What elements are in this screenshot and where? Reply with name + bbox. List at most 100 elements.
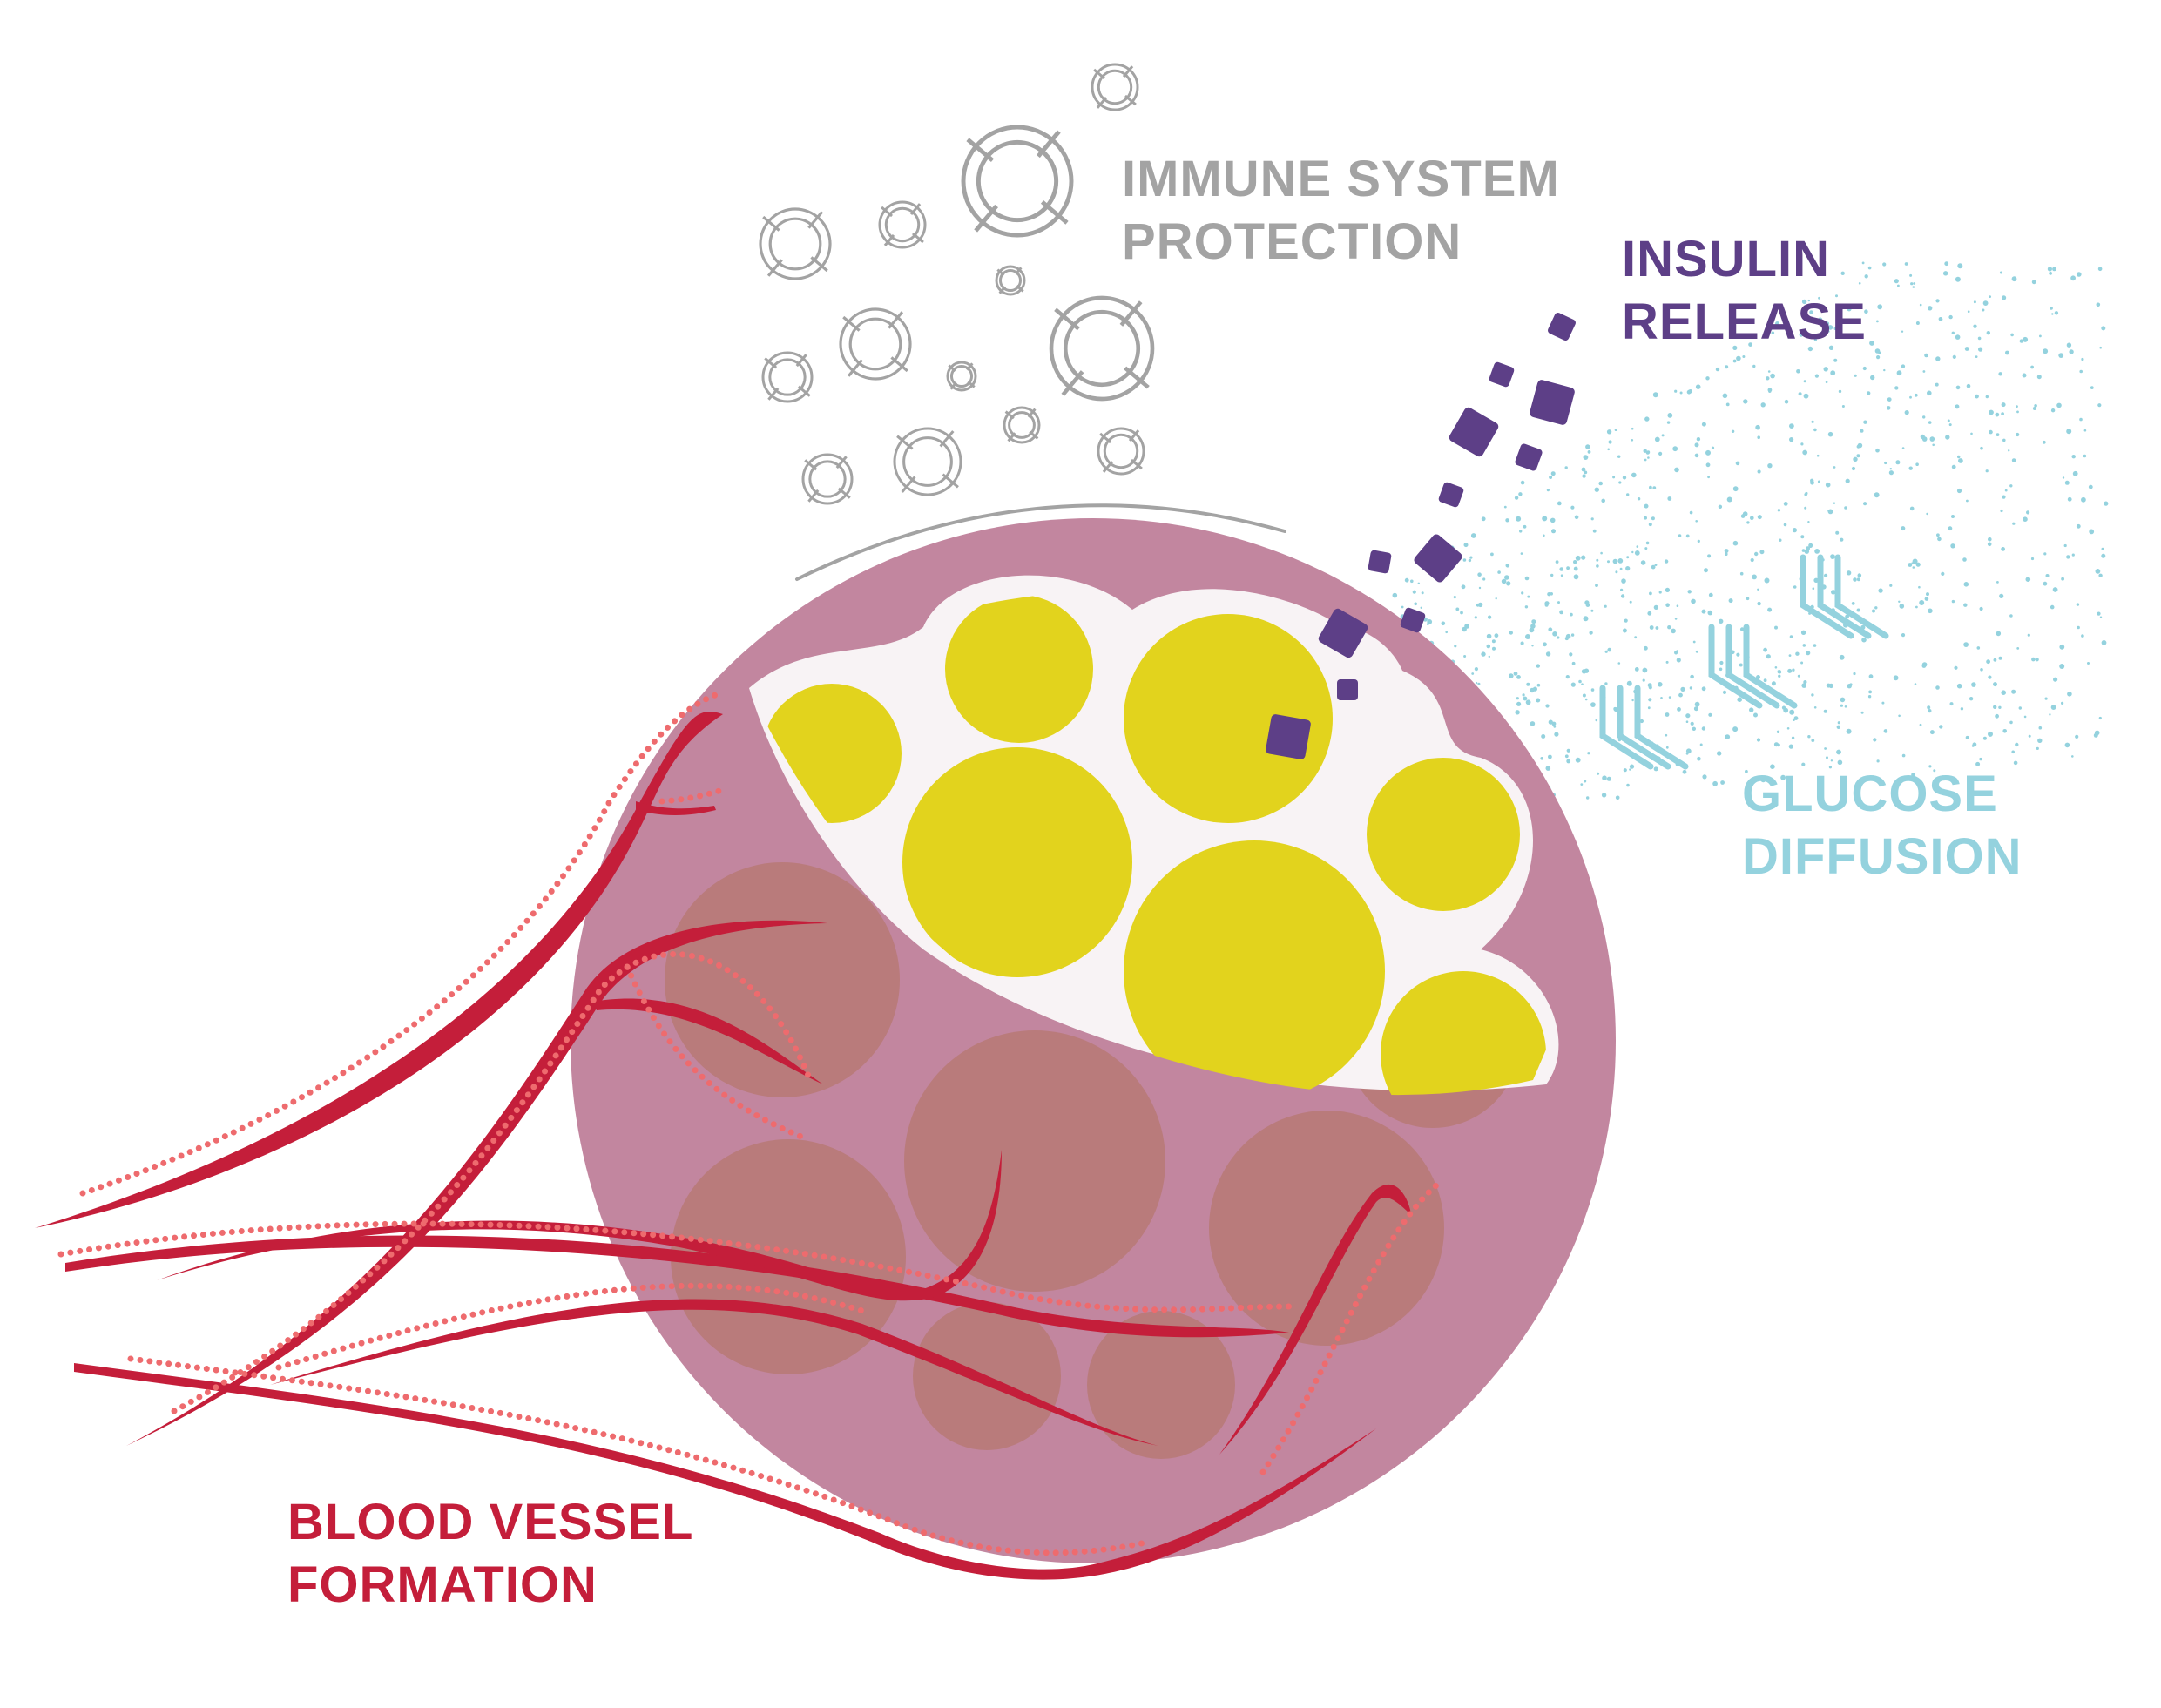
- glucose-particle: [1884, 461, 1887, 465]
- glucose-particle: [1989, 409, 1994, 415]
- glucose-particle: [1601, 793, 1607, 798]
- glucose-particle: [1789, 437, 1794, 442]
- glucose-particle: [1792, 528, 1797, 533]
- glucose-particle: [1993, 658, 1997, 662]
- glucose-particle: [1519, 530, 1523, 533]
- glucose-particle: [1757, 469, 1761, 474]
- glucose-particle: [1606, 429, 1612, 435]
- glucose-particle: [1637, 497, 1641, 501]
- glucose-particle: [1835, 530, 1840, 535]
- insulin-particle: [1449, 407, 1499, 457]
- immune-cell: [759, 207, 832, 280]
- glucose-particle: [1810, 478, 1814, 483]
- glucose-particle: [1811, 420, 1814, 423]
- glucose-particle: [1665, 587, 1670, 593]
- glucose-particle: [1774, 625, 1778, 630]
- glucose-particle: [1941, 571, 1945, 577]
- glucose-particle: [1831, 590, 1836, 595]
- glucose-particle: [1665, 733, 1668, 737]
- glucose-particle: [1914, 683, 1917, 685]
- glucose-particle: [2053, 677, 2058, 682]
- glucose-particle: [1523, 524, 1527, 529]
- glucose-particle: [1949, 702, 1954, 706]
- glucose-particle: [1746, 521, 1750, 524]
- glucose-particle: [1830, 370, 1836, 376]
- glucose-particle: [1676, 658, 1681, 663]
- glucose-particle: [1807, 299, 1810, 302]
- glucose-particle: [1938, 317, 1943, 321]
- glucose-particle: [1631, 439, 1634, 442]
- glucose-particle: [1682, 769, 1687, 774]
- glucose-particle: [2099, 346, 2102, 349]
- glucose-particle: [1899, 604, 1905, 609]
- glucose-particle: [1951, 515, 1955, 518]
- glucose-particle: [2044, 697, 2048, 700]
- glucose-particle: [1868, 674, 1874, 679]
- glucose-particle: [1970, 432, 1973, 435]
- glucose-particle: [2076, 603, 2080, 606]
- glucose-particle: [1570, 633, 1575, 637]
- glucose-particle: [2002, 438, 2006, 442]
- glucose-particle: [2077, 272, 2082, 277]
- glucose-particle: [1530, 721, 1536, 726]
- glucose-particle: [1980, 446, 1983, 450]
- immune-cell: [878, 200, 927, 249]
- glucose-particle: [1914, 393, 1918, 397]
- glucose-particle: [1999, 271, 2002, 274]
- glucose-particle: [1685, 713, 1691, 719]
- glucose-particle: [1908, 563, 1913, 567]
- glucose-particle: [1883, 368, 1886, 372]
- glucose-particle: [1549, 476, 1553, 479]
- insulin-particles: [1266, 313, 1576, 759]
- glucose-particle: [1781, 705, 1786, 710]
- glucose-particle: [1889, 468, 1892, 470]
- glucose-particle: [2059, 644, 2065, 650]
- glucose-particle: [1948, 314, 1953, 320]
- glucose-particle: [1520, 552, 1523, 555]
- glucose-particle: [2001, 547, 2006, 551]
- glucose-particle: [1827, 330, 1830, 333]
- glucose-particle: [1604, 604, 1607, 608]
- glucose-particle: [1811, 739, 1815, 742]
- glucose-particle: [1792, 719, 1795, 721]
- glucose-particle: [1921, 662, 1928, 667]
- glucose-particle: [1486, 633, 1492, 639]
- glucose-particle: [1626, 556, 1630, 559]
- glucose-particle: [1742, 511, 1748, 516]
- glucose-particle: [1550, 517, 1556, 523]
- glucose-particle: [2077, 625, 2080, 630]
- glucose-particle: [1898, 600, 1901, 603]
- glucose-particle: [1754, 551, 1759, 557]
- immune-cell: [995, 265, 1026, 296]
- immune-cell: [1097, 427, 1145, 476]
- glucose-particle: [1490, 552, 1494, 557]
- glucose-particle: [1998, 656, 2002, 660]
- glucose-particle: [2088, 484, 2093, 489]
- glucose-particle: [1898, 714, 1901, 718]
- glucose-particle: [1935, 382, 1939, 387]
- glucose-particle: [2097, 267, 2103, 272]
- glucose-particle: [1789, 635, 1793, 638]
- glucose-particle: [2002, 729, 2007, 733]
- glucose-particle: [2094, 730, 2100, 736]
- glucose-particle: [1776, 730, 1780, 733]
- glucose-particle: [1640, 560, 1646, 565]
- glucose-particle: [2063, 543, 2067, 548]
- glucose-particle: [1559, 567, 1563, 571]
- glucose-particle: [1530, 624, 1536, 629]
- glucose-particle: [1780, 774, 1786, 780]
- glucose-particle: [1685, 752, 1689, 755]
- glucose-particle: [1497, 570, 1501, 574]
- glucose-particle: [1823, 367, 1828, 372]
- islet-cell: [1124, 614, 1333, 823]
- glucose-particle: [1894, 279, 1899, 284]
- glucose-particle: [1874, 348, 1881, 354]
- glucose-particle: [1910, 282, 1914, 286]
- glucose-particle: [1966, 499, 1969, 503]
- glucose-particle: [1827, 325, 1833, 330]
- glucose-particle: [1816, 454, 1820, 457]
- glucose-particle: [1631, 699, 1634, 702]
- glucose-particle: [1745, 769, 1748, 773]
- glucose-particle: [1708, 592, 1713, 597]
- glucose-particle: [1996, 631, 2002, 637]
